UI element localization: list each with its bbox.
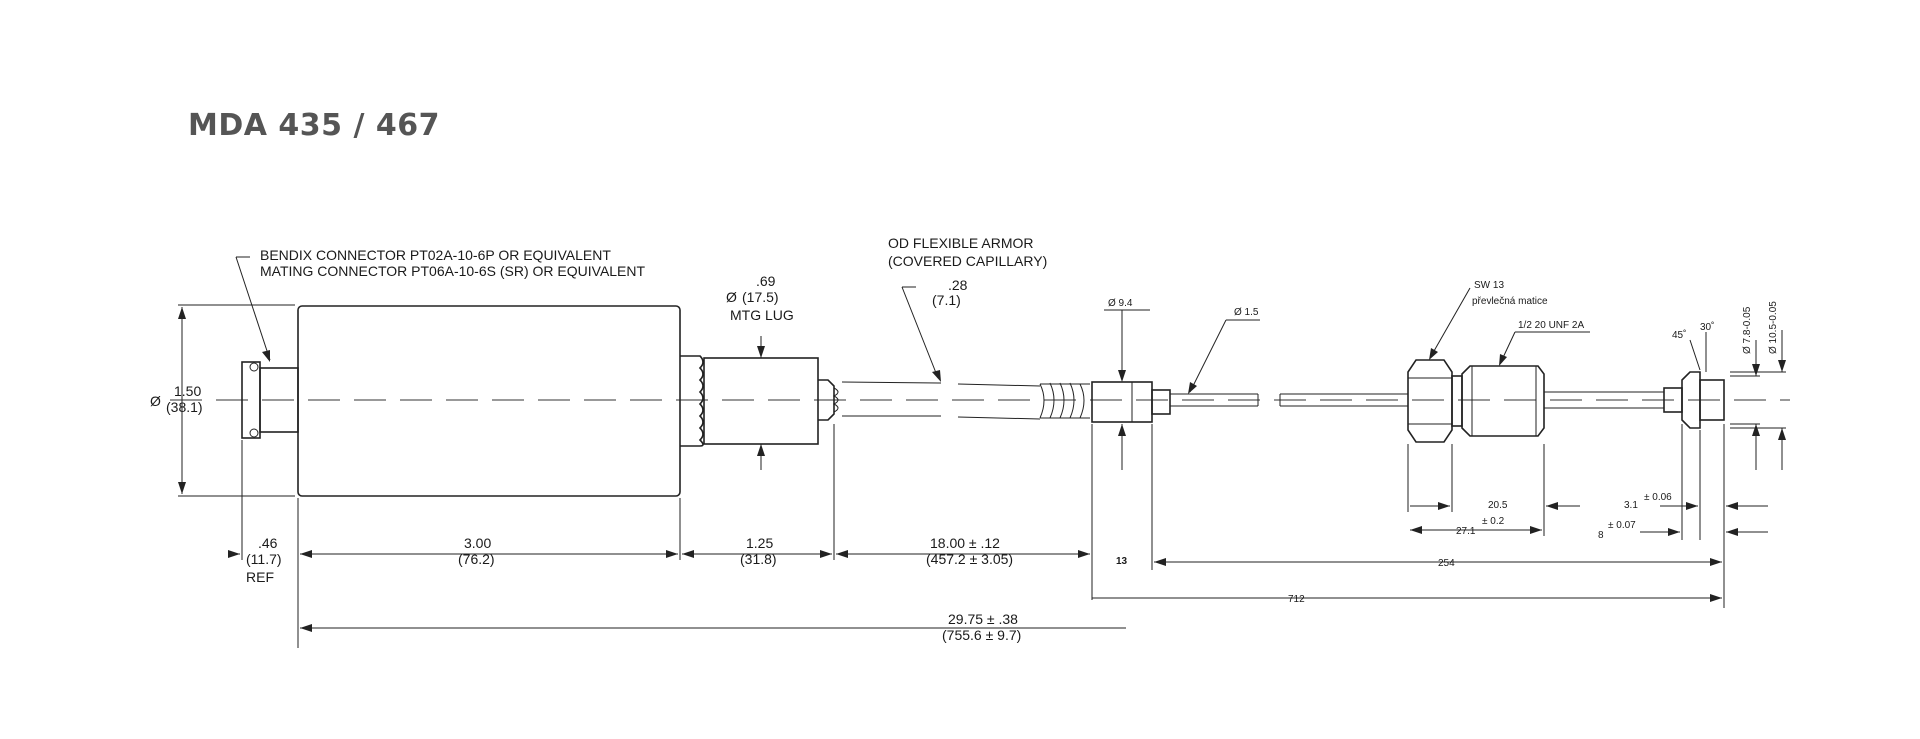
lug-dia-mm: (17.5) (742, 289, 779, 305)
thread-spec: 1/2 20 UNF 2A (1518, 320, 1584, 331)
dim-8: 8 (1598, 530, 1604, 541)
connector-note-line1: BENDIX CONNECTOR PT02A-10-6P OR EQUIVALE… (260, 247, 611, 263)
connector-note-line2: MATING CONNECTOR PT06A-10-6S (SR) OR EQU… (260, 263, 646, 279)
ferrule-dia: Ø 9.4 (1108, 298, 1133, 309)
hex-nut (1407, 359, 1453, 443)
dim-3-1: 3.1 (1624, 500, 1638, 511)
dim-tol-0-06: ± 0.06 (1644, 492, 1672, 503)
drawing-title: MDA 435 / 467 (188, 108, 441, 143)
nut-label: převlečná matice (1472, 296, 1548, 307)
armor-note-line1: OD FLEXIBLE ARMOR (888, 235, 1033, 251)
sensor-body (297, 305, 681, 497)
capillary-dia: Ø 1.5 (1234, 307, 1259, 318)
armor-od-mm: (7.1) (932, 292, 961, 308)
lug-dia-symbol: Ø (726, 289, 737, 305)
lug-length-in: 1.25 (746, 535, 773, 551)
dim-tol-0-2: ± 0.2 (1482, 516, 1505, 527)
body-dia-symbol: Ø (150, 393, 161, 409)
probe-tip (1544, 371, 1725, 429)
angle-30: 30˚ (1700, 321, 1714, 333)
threaded-fitting (1451, 365, 1545, 437)
connector-ref-mm: (11.7) (246, 551, 282, 567)
tip-dia-small: Ø 7.8-0.05 (1742, 306, 1753, 354)
lug-length-mm: (31.8) (740, 551, 777, 567)
capillary (1170, 393, 1408, 407)
mounting-lug (703, 357, 819, 445)
overall-length-in: 29.75 ± .38 (948, 611, 1018, 627)
armor-length-mm: (457.2 ± 3.05) (926, 551, 1013, 567)
dim-254: 254 (1438, 558, 1455, 569)
overall-length-mm: (755.6 ± 9.7) (942, 627, 1021, 643)
armor-od-in: .28 (948, 277, 968, 293)
dim-tol-0-07: ± 0.07 (1608, 520, 1636, 531)
connector-ref-note: REF (246, 569, 274, 585)
body-length-mm: (76.2) (458, 551, 495, 567)
dim-13: 13 (1116, 556, 1128, 567)
connector-ref-in: .46 (258, 535, 278, 551)
ferrule (1091, 381, 1153, 423)
lug-label: MTG LUG (730, 307, 794, 323)
body-length-in: 3.00 (464, 535, 491, 551)
tip-dia-large: Ø 10.5-0.05 (1768, 301, 1779, 354)
dim-27-1: 27.1 (1456, 526, 1476, 537)
lug-dia-in: .69 (756, 273, 776, 289)
dim-712: 712 (1288, 594, 1305, 605)
neck-rings (680, 355, 704, 447)
flexible-armor (841, 381, 1090, 420)
nut-size: SW 13 (1474, 280, 1504, 291)
armor-note-line2: (COVERED CAPILLARY) (888, 253, 1047, 269)
dim-20-5: 20.5 (1488, 500, 1508, 511)
angle-45: 45˚ (1672, 329, 1686, 341)
body-dia-in: 1.50 (174, 383, 201, 399)
armor-length-in: 18.00 ± .12 (930, 535, 1000, 551)
body-dia-mm: (38.1) (166, 399, 203, 415)
